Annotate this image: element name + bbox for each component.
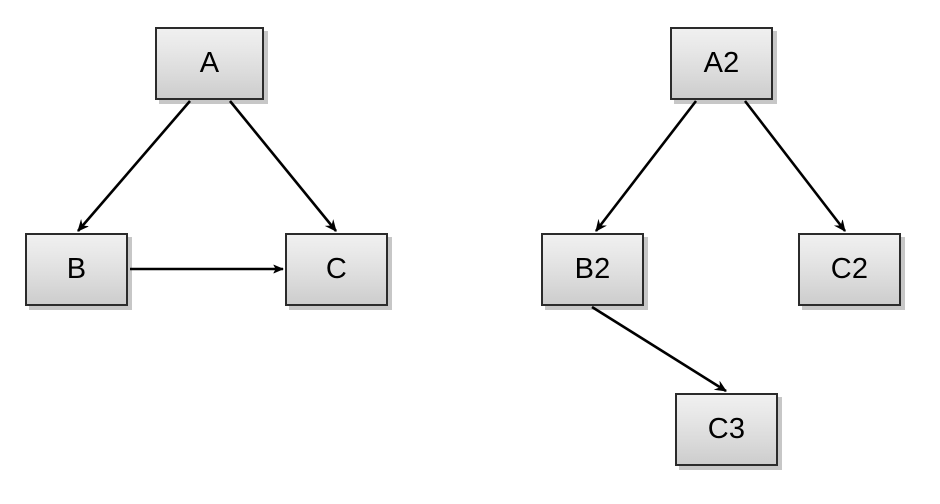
edge-a2-to-b2[interactable] (594, 100, 698, 231)
node-b[interactable]: B (25, 233, 128, 306)
node-a2[interactable]: A2 (670, 27, 773, 100)
edge-a-to-c[interactable] (228, 100, 338, 232)
node-b2[interactable]: B2 (541, 233, 644, 306)
edge-b2-to-c3[interactable] (591, 305, 726, 393)
node-c2[interactable]: C2 (798, 233, 901, 306)
edge-a-to-b[interactable] (77, 100, 191, 232)
node-label-c: C (325, 253, 348, 285)
node-label-a2: A2 (703, 47, 740, 79)
node-label-c2: C2 (830, 253, 869, 285)
node-label-b2: B2 (574, 253, 611, 285)
node-a[interactable]: A (155, 27, 264, 100)
node-label-c3: C3 (707, 413, 746, 445)
edge-a2-to-c2[interactable] (743, 100, 847, 231)
node-c[interactable]: C (285, 233, 388, 306)
node-label-b: B (66, 253, 87, 285)
node-label-a: A (199, 47, 220, 79)
node-c3[interactable]: C3 (675, 393, 778, 466)
